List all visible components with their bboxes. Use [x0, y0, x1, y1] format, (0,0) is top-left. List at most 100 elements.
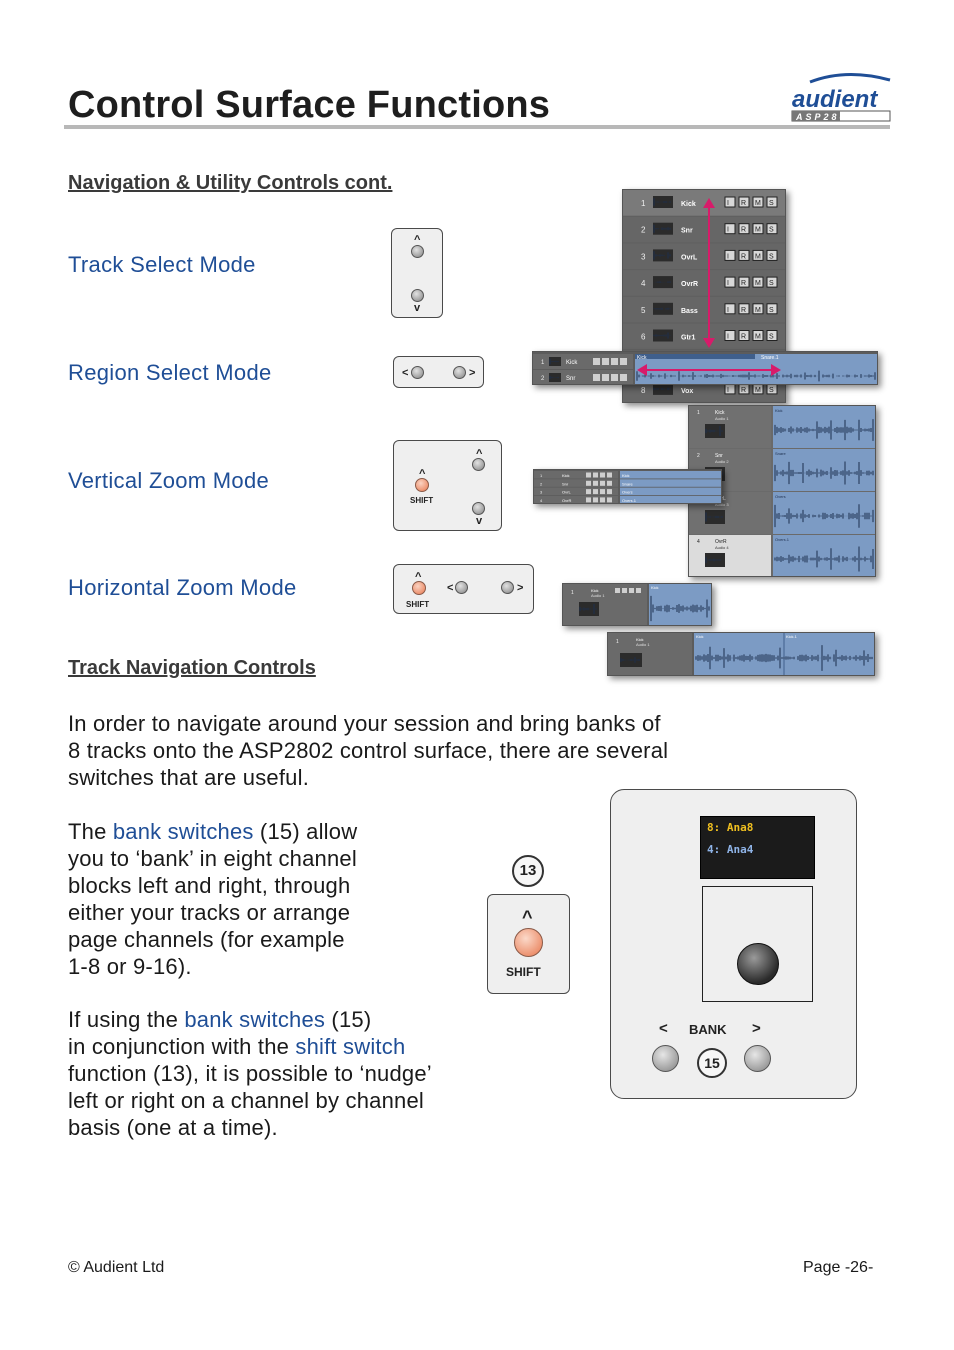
vzoom-small-button [586, 480, 591, 486]
callout-15: 15 [697, 1048, 727, 1078]
hzoom-small-track [563, 584, 647, 625]
page-title: Control Surface Functions [68, 84, 551, 126]
down-glyph: v [414, 302, 421, 314]
track-button-label: M [755, 334, 761, 341]
intro-paragraph: In order to navigate around your session… [68, 710, 668, 791]
region-track-button [602, 358, 609, 365]
left-button[interactable] [411, 366, 424, 379]
waveform [579, 604, 597, 614]
down-button[interactable] [411, 289, 424, 302]
shift-switch-button[interactable] [514, 928, 543, 957]
track-button-label: S [769, 200, 774, 207]
vzoom-small-button [607, 480, 612, 486]
vzoom-region-label: Overs [775, 494, 786, 499]
logo-model: ASP2802 [795, 112, 856, 122]
track-button [752, 196, 764, 208]
waveform [653, 307, 671, 310]
vzoom-small-region-label: Overs [622, 490, 633, 495]
track-button-label: S [769, 280, 774, 287]
right-glyph: > [517, 582, 524, 594]
waveform [653, 224, 671, 233]
bank-paragraph-line: blocks left and right, through [68, 873, 351, 898]
vertical-zoom-mode-label: Vertical Zoom Mode [68, 468, 270, 493]
track-thumbnail [653, 196, 673, 208]
bank-right-button[interactable] [744, 1045, 771, 1072]
track-name: Snr [681, 228, 693, 235]
vzoom-region [773, 492, 875, 534]
track-button [724, 223, 736, 235]
audient-logo: audient ASP2802 [788, 70, 892, 124]
vzoom-small-region-label: Kick [622, 473, 630, 478]
region-track-button [611, 358, 618, 365]
region-select-mode-label: Region Select Mode [68, 360, 272, 385]
hzoom-large-sub: Audio 1 [636, 642, 650, 647]
right-button[interactable] [453, 366, 466, 379]
up-button[interactable] [411, 245, 424, 258]
region-track-name: Snr [566, 376, 575, 382]
track-number: 6 [641, 333, 646, 342]
arrow-left-head [637, 364, 647, 376]
track-button [724, 330, 736, 341]
waveform [653, 251, 671, 260]
shift-button[interactable] [415, 478, 429, 492]
vzoom-region-label: Overs.1 [775, 537, 790, 542]
encoder-area [702, 886, 813, 1002]
encoder-knob[interactable] [737, 943, 779, 985]
right-button[interactable] [501, 581, 514, 594]
hzoom-small-button [622, 588, 627, 593]
track-button [738, 330, 750, 341]
vzoom-small-row [534, 479, 618, 487]
track-button-label: I [727, 253, 729, 260]
track-button [752, 249, 764, 261]
track-number: 4 [641, 279, 646, 288]
track-name: OvrR [681, 281, 698, 288]
shift-up-glyph: ^ [415, 571, 422, 583]
arrow-up-head [703, 198, 715, 208]
arrow-right-head [771, 364, 781, 376]
vzoom-track-sub: Audio 2 [715, 459, 729, 464]
track-button-label: M [755, 387, 761, 394]
waveform [695, 645, 873, 671]
left-button[interactable] [455, 581, 468, 594]
bank-paragraph-line: either your tracks or arrange [68, 900, 351, 925]
down-button[interactable] [472, 502, 485, 515]
track-button-label: M [755, 253, 761, 260]
audient-logo-graphic: audient ASP2802 [791, 73, 891, 122]
vzoom-small-button [607, 489, 612, 495]
intro-line: 8 tracks onto the ASP2802 control surfac… [68, 738, 669, 763]
vzoom-small-row [534, 471, 618, 479]
bank-paragraph-line: you to ‘bank’ in eight channel [68, 846, 357, 871]
waveform [774, 461, 874, 485]
waveform [549, 358, 559, 365]
track-number: 2 [641, 226, 646, 235]
up-button[interactable] [472, 458, 485, 471]
vzoom-small-name: OvrL [562, 490, 571, 495]
footer-copyright: © Audient Ltd [68, 1259, 165, 1276]
track-button [738, 196, 750, 208]
shift-switch-panel: ^ SHIFT [487, 894, 570, 994]
shift-button[interactable] [412, 581, 426, 595]
vzoom-region-label: Kick [775, 408, 783, 413]
track-thumbnail [549, 357, 561, 366]
bank-switches-ref: bank switches [184, 1007, 326, 1032]
hzoom-small-button [636, 588, 641, 593]
track-button [752, 303, 764, 315]
vzoom-region-label: Snare [775, 451, 786, 456]
hzoom-small-name: Kick [591, 588, 599, 593]
waveform [705, 426, 723, 436]
bank-left-button[interactable] [652, 1045, 679, 1072]
hzoom-small-number: 1 [571, 590, 574, 596]
vzoom-small-region [620, 471, 721, 479]
title-divider [64, 125, 890, 129]
track-button-label: M [755, 307, 761, 314]
track-button-label: R [741, 253, 746, 260]
track-button-label: R [741, 307, 746, 314]
track-name: OvrL [681, 254, 698, 261]
track-button [752, 223, 764, 235]
text-span: (15) [325, 1007, 372, 1032]
track-button-label: S [769, 307, 774, 314]
track-select-mode-label: Track Select Mode [68, 252, 256, 277]
